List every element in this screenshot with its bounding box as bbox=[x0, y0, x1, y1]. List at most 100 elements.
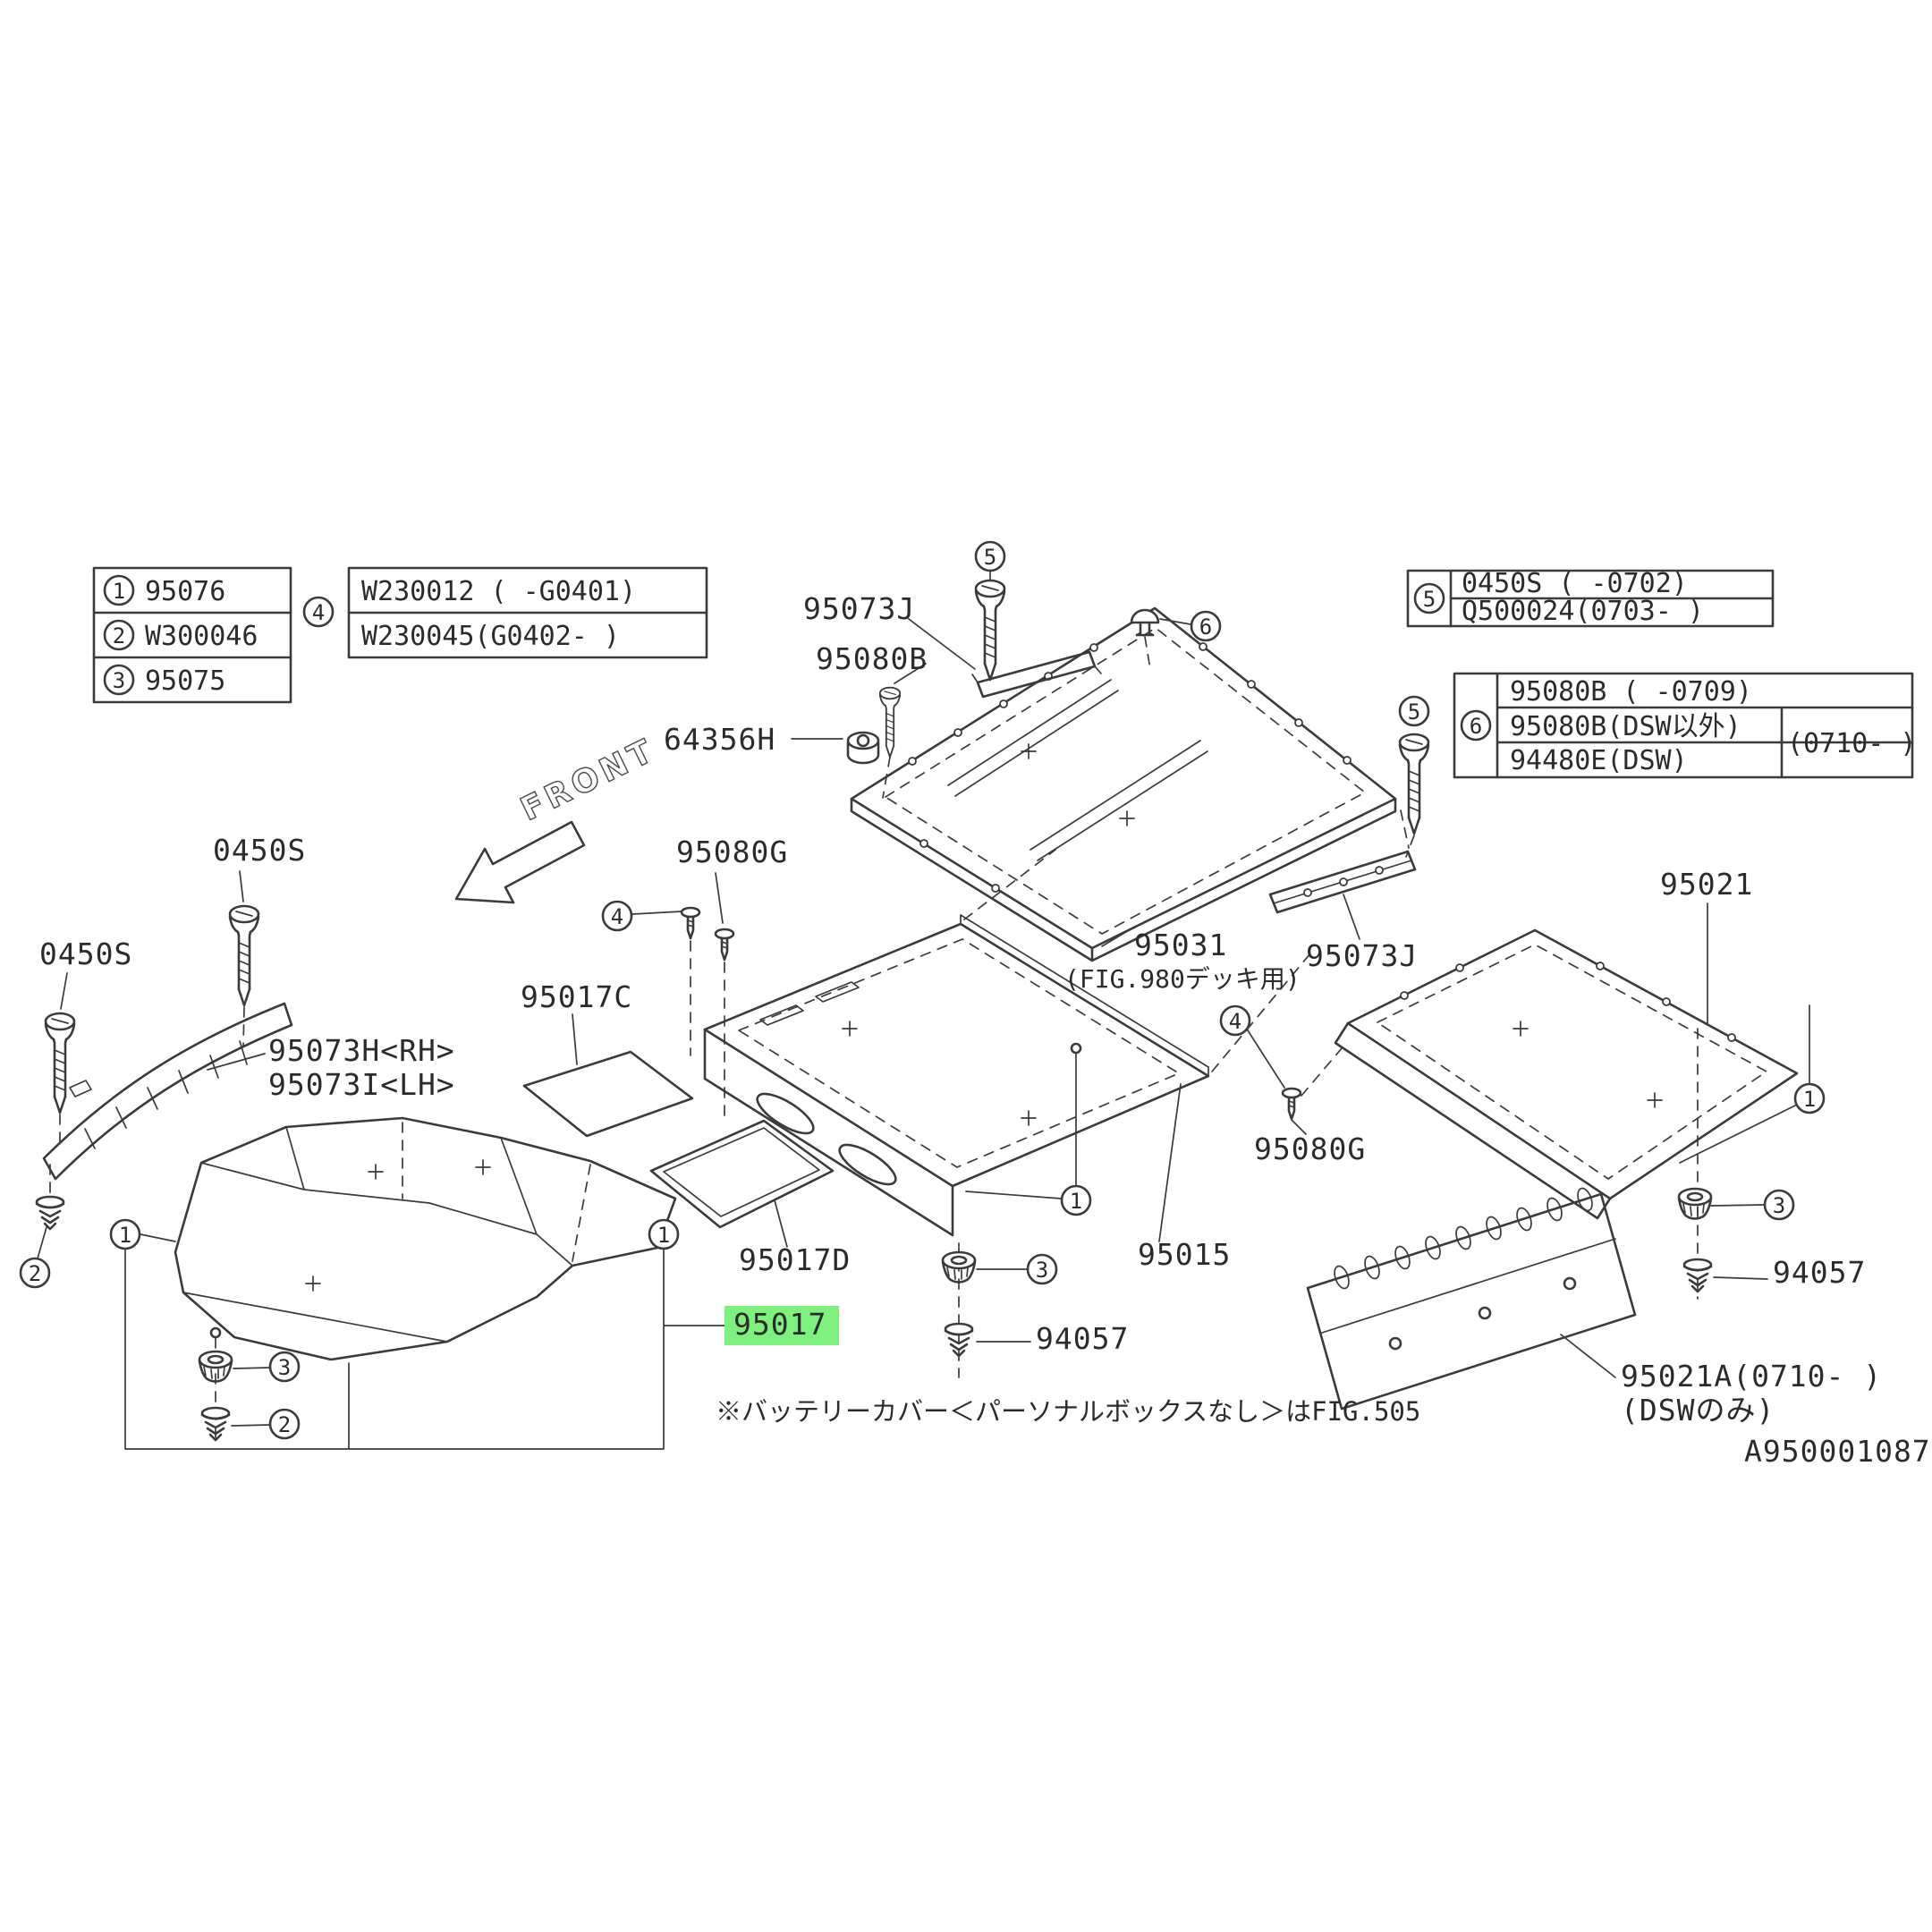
svg-text:1: 1 bbox=[657, 1223, 670, 1248]
screw-0450s-top bbox=[974, 579, 1006, 682]
svg-text:1: 1 bbox=[113, 579, 125, 604]
highlight-95017 bbox=[724, 1306, 839, 1345]
callout-4-mid: 4 bbox=[601, 900, 633, 932]
svg-text:1: 1 bbox=[119, 1223, 131, 1248]
screw-95080b bbox=[878, 686, 902, 758]
table-part-95080b-dsw: 95080B(DSW以外) bbox=[1510, 711, 1741, 742]
table-part-0450s: 0450S ( -0702) bbox=[1462, 568, 1688, 599]
tray-panel-95015 bbox=[703, 914, 1210, 1237]
label-94057-mid: 94057 bbox=[1036, 1321, 1129, 1356]
table-callout-1: 1 bbox=[103, 574, 135, 606]
callout-5-right: 5 bbox=[1398, 695, 1430, 727]
floor-mat-95017 bbox=[174, 1116, 677, 1361]
label-95080g-mid: 95080G bbox=[676, 835, 788, 869]
strip-95073j-top bbox=[971, 650, 1102, 699]
svg-text:5: 5 bbox=[1408, 699, 1420, 724]
callout-1-mat-right: 1 bbox=[648, 1218, 680, 1250]
table-top-right: 5 0450S ( -0702) Q500024(0703- ) bbox=[1406, 568, 1775, 628]
callout-2-far-left: 2 bbox=[19, 1257, 51, 1289]
svg-text:5: 5 bbox=[1423, 587, 1436, 612]
table-part-95076: 95076 bbox=[145, 576, 225, 607]
ribbed-panel-95021a bbox=[1306, 1187, 1637, 1411]
deck-board-95021 bbox=[1334, 928, 1799, 1220]
svg-text:1: 1 bbox=[1803, 1087, 1816, 1112]
label-0450s-b: 0450S bbox=[39, 936, 132, 971]
screw-0450s-left-a bbox=[228, 904, 260, 1007]
callout-6-mid: 6 bbox=[1190, 610, 1222, 642]
table-part-w230012: W230012 ( -G0401) bbox=[361, 576, 636, 607]
label-95017d: 95017D bbox=[739, 1242, 851, 1277]
pin-95080g-a bbox=[680, 906, 701, 940]
svg-text:4: 4 bbox=[312, 600, 325, 625]
label-95073i-lh: 95073I<LH> bbox=[268, 1067, 455, 1102]
label-95073h-rh: 95073H<RH> bbox=[268, 1033, 455, 1068]
callout-1-mat-left: 1 bbox=[109, 1218, 141, 1250]
screw-0450s-left-b bbox=[44, 1012, 76, 1114]
table-left: 1 2 3 95076 W300046 95075 4 W230012 ( -G… bbox=[92, 566, 708, 704]
svg-text:5: 5 bbox=[984, 545, 996, 570]
diagram-callouts: 5 5 6 4 4 1 1 1 1 3 2 2 3 3 bbox=[19, 540, 1826, 1440]
grommet-right bbox=[1677, 1187, 1713, 1220]
label-95073j-top: 95073J bbox=[803, 591, 915, 626]
callout-3-mid: 3 bbox=[1026, 1253, 1058, 1285]
svg-text:6: 6 bbox=[1199, 614, 1212, 640]
callout-1-tray: 1 bbox=[1060, 1184, 1092, 1216]
svg-text:2: 2 bbox=[29, 1261, 41, 1286]
callout-1-panel-right: 1 bbox=[1793, 1082, 1826, 1114]
svg-text:3: 3 bbox=[1773, 1193, 1785, 1218]
rail-95073j-right bbox=[1268, 850, 1417, 914]
table-part-95075: 95075 bbox=[145, 665, 225, 697]
mushroom-clip-95080b bbox=[1130, 608, 1160, 637]
sheet-95017c bbox=[522, 1050, 694, 1138]
pin-95080g-b bbox=[714, 928, 735, 962]
rail-95073h-95073i bbox=[42, 1002, 293, 1181]
label-64356h: 64356H bbox=[664, 722, 775, 757]
label-95021a-sub: (DSWのみ) bbox=[1621, 1393, 1775, 1428]
svg-text:2: 2 bbox=[278, 1412, 291, 1437]
label-95021a: 95021A(0710- ) bbox=[1621, 1359, 1882, 1394]
svg-text:6: 6 bbox=[1470, 714, 1482, 739]
label-95073j-right: 95073J bbox=[1306, 938, 1418, 973]
table-part-w230045: W230045(G0402- ) bbox=[361, 621, 620, 652]
table-callout-4: 4 bbox=[302, 596, 335, 628]
table-right: 6 95080B ( -0709) 95080B(DSW以外) 94480E(D… bbox=[1453, 672, 1917, 779]
svg-text:4: 4 bbox=[611, 904, 623, 929]
table-part-w300046: W300046 bbox=[145, 621, 258, 652]
label-95080g-right: 95080G bbox=[1254, 1131, 1366, 1166]
label-95021: 95021 bbox=[1660, 867, 1753, 902]
clip-far-left bbox=[35, 1195, 65, 1231]
front-label: FRONT bbox=[515, 732, 662, 828]
leader-lines bbox=[37, 570, 1810, 1450]
label-95017-highlighted: 95017 bbox=[733, 1307, 826, 1342]
deck-panel-95031 bbox=[850, 606, 1397, 962]
screw-0450s-right bbox=[1398, 733, 1430, 835]
grommet-mid bbox=[941, 1250, 977, 1284]
svg-text:1: 1 bbox=[1070, 1189, 1082, 1214]
callout-2-mat: 2 bbox=[268, 1408, 301, 1440]
label-95080b: 95080B bbox=[816, 641, 928, 676]
callout-5-top: 5 bbox=[974, 540, 1006, 572]
callout-3-right: 3 bbox=[1763, 1189, 1795, 1221]
callout-3-mat: 3 bbox=[268, 1351, 301, 1383]
table-callout-2: 2 bbox=[103, 619, 135, 651]
label-94057-right: 94057 bbox=[1773, 1255, 1866, 1290]
table-part-95080b-early: 95080B ( -0709) bbox=[1510, 676, 1752, 708]
table-callout-6: 6 bbox=[1460, 709, 1492, 741]
svg-text:4: 4 bbox=[1229, 1009, 1241, 1034]
callout-4-right: 4 bbox=[1219, 1004, 1251, 1037]
table-part-94480e: 94480E(DSW) bbox=[1510, 745, 1688, 776]
table-date-span: (0710- ) bbox=[1787, 728, 1917, 759]
label-0450s-a: 0450S bbox=[213, 833, 306, 868]
table-callout-5: 5 bbox=[1413, 582, 1445, 614]
front-direction-arrow: FRONT bbox=[454, 731, 663, 904]
table-part-q500024: Q500024(0703- ) bbox=[1462, 596, 1704, 627]
part-labels: 95073J 95080B 64356H 95031 (FIG.980デッキ用)… bbox=[39, 591, 1930, 1469]
cushion-64356h bbox=[846, 731, 880, 765]
label-95031: 95031 bbox=[1134, 928, 1227, 962]
label-95017c: 95017C bbox=[521, 979, 632, 1014]
table-callout-3: 3 bbox=[103, 664, 135, 696]
svg-text:2: 2 bbox=[113, 623, 125, 648]
sheet-95017d bbox=[649, 1119, 835, 1229]
label-95015: 95015 bbox=[1138, 1237, 1231, 1272]
